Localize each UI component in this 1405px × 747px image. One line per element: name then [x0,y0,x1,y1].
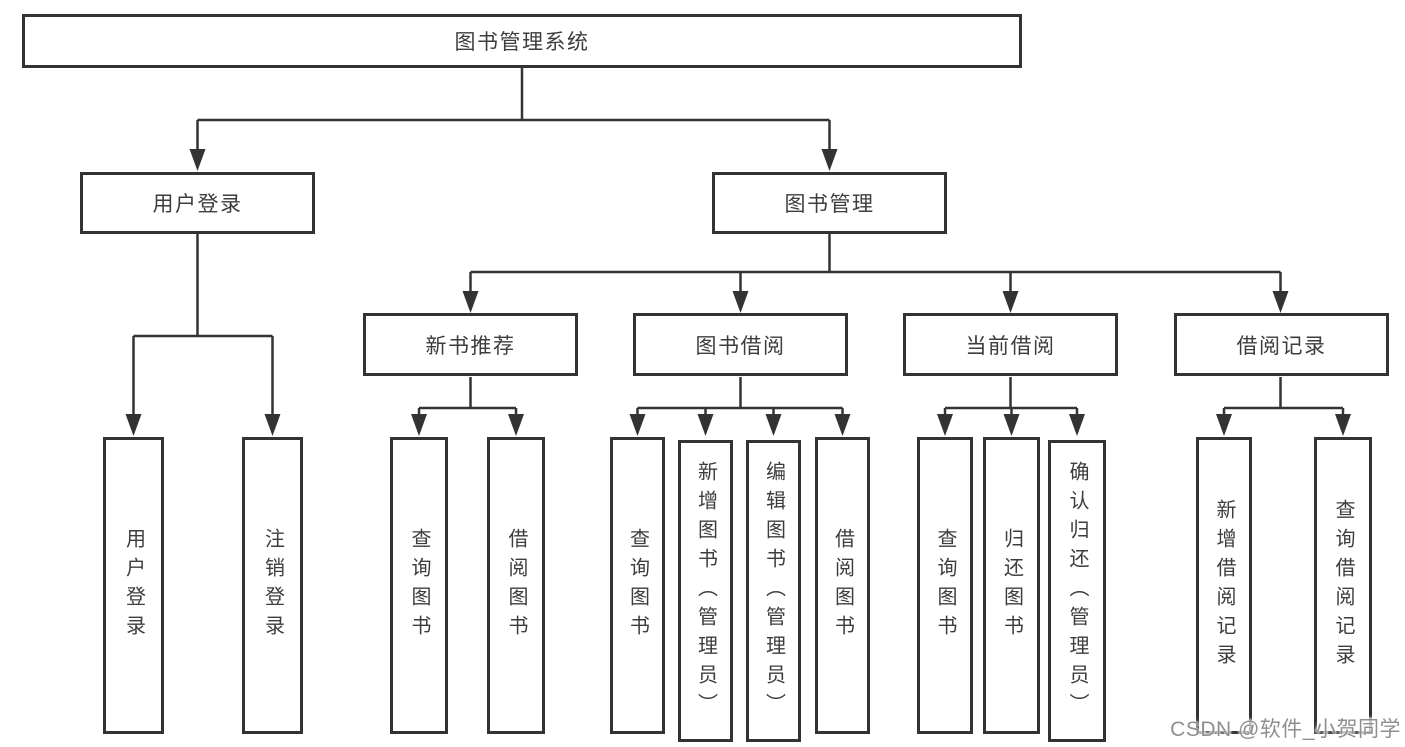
arrowhead-leaf-user-login [125,414,142,436]
node-new-books: 新书推荐 [363,313,578,376]
leaf-bb-add-books-admin-label: 新增图书（管理员） [694,460,717,722]
leaf-cb-query-books-label: 查询图书 [934,527,956,644]
node-current-borrow: 当前借阅 [903,313,1118,376]
arrowhead-current-borrow [1002,291,1019,313]
leaf-cb-confirm-return-admin: 确认归还（管理员） [1048,440,1106,742]
leaf-br-query-record-label: 查询借阅记录 [1332,498,1354,673]
arrowhead-cb-confirm [1069,414,1085,436]
arrowhead-bb-query [629,414,646,436]
leaf-bb-edit-books-admin-label: 编辑图书（管理员） [762,460,785,722]
arrowhead-bb-borrow [834,414,851,436]
node-book-mgmt: 图书管理 [712,172,947,234]
leaf-br-add-record: 新增借阅记录 [1196,437,1252,734]
node-book-mgmt-label: 图书管理 [784,193,875,216]
node-book-borrow-label: 图书借阅 [695,334,786,358]
node-borrow-records: 借阅记录 [1174,313,1389,376]
connector-new-books [417,377,518,416]
arrowhead-bb-add [697,414,714,436]
leaf-cb-query-books: 查询图书 [917,437,973,734]
arrowhead-user-login [189,149,206,171]
arrowhead-cb-query [937,414,953,436]
leaf-bb-query-books: 查询图书 [610,437,665,734]
node-book-borrow: 图书借阅 [633,313,848,376]
leaf-user-login-label: 用户登录 [122,527,145,644]
connector-borrow-records [1222,377,1345,416]
leaf-nb-borrow-books-label: 借阅图书 [505,527,527,644]
leaf-cb-return-books-label: 归还图书 [1000,527,1023,644]
arrowhead-book-mgmt [821,149,838,171]
leaf-bb-edit-books-admin: 编辑图书（管理员） [746,440,801,742]
leaf-logout-label: 注销登录 [261,527,284,644]
arrowhead-new-books [462,291,479,313]
leaf-bb-query-books-label: 查询图书 [626,527,649,644]
node-user-login-label: 用户登录 [152,193,243,216]
connector-book-mgmt [469,233,1282,292]
connector-root [196,67,831,152]
arrowhead-borrow-records [1272,291,1289,313]
connector-user-branch [132,234,274,416]
leaf-logout: 注销登录 [242,437,303,734]
leaf-nb-borrow-books: 借阅图书 [487,437,545,734]
node-root-label: 图书管理系统 [454,31,590,54]
node-borrow-records-label: 借阅记录 [1236,334,1327,358]
node-user-login: 用户登录 [80,172,315,234]
leaf-cb-confirm-return-admin-label: 确认归还（管理员） [1066,460,1088,722]
watermark-text: CSDN @软件_小贺同学 [1170,718,1401,741]
connector-book-borrow [636,377,844,416]
arrowhead-bb-edit [765,414,782,436]
leaf-user-login: 用户登录 [103,437,164,734]
leaf-br-add-record-label: 新增借阅记录 [1213,498,1235,673]
connector-current-borrow [943,377,1079,416]
arrowhead-nb-query [411,414,427,436]
leaf-nb-query-books: 查询图书 [390,437,448,734]
leaf-br-query-record: 查询借阅记录 [1314,437,1372,734]
arrowhead-leaf-logout [264,414,281,436]
node-root: 图书管理系统 [22,14,1022,68]
arrowhead-book-borrow [732,291,749,313]
leaf-bb-borrow-books-label: 借阅图书 [831,527,854,644]
node-new-books-label: 新书推荐 [425,334,516,358]
leaf-nb-query-books-label: 查询图书 [408,527,430,644]
leaf-bb-add-books-admin: 新增图书（管理员） [678,440,733,742]
leaf-bb-borrow-books: 借阅图书 [815,437,870,734]
arrowhead-br-query [1335,414,1351,436]
leaf-cb-return-books: 归还图书 [983,437,1040,734]
arrowhead-cb-return [1003,414,1020,436]
arrowhead-nb-borrow [508,414,524,436]
node-current-borrow-label: 当前借阅 [965,334,1056,358]
arrowhead-br-add [1216,414,1232,436]
